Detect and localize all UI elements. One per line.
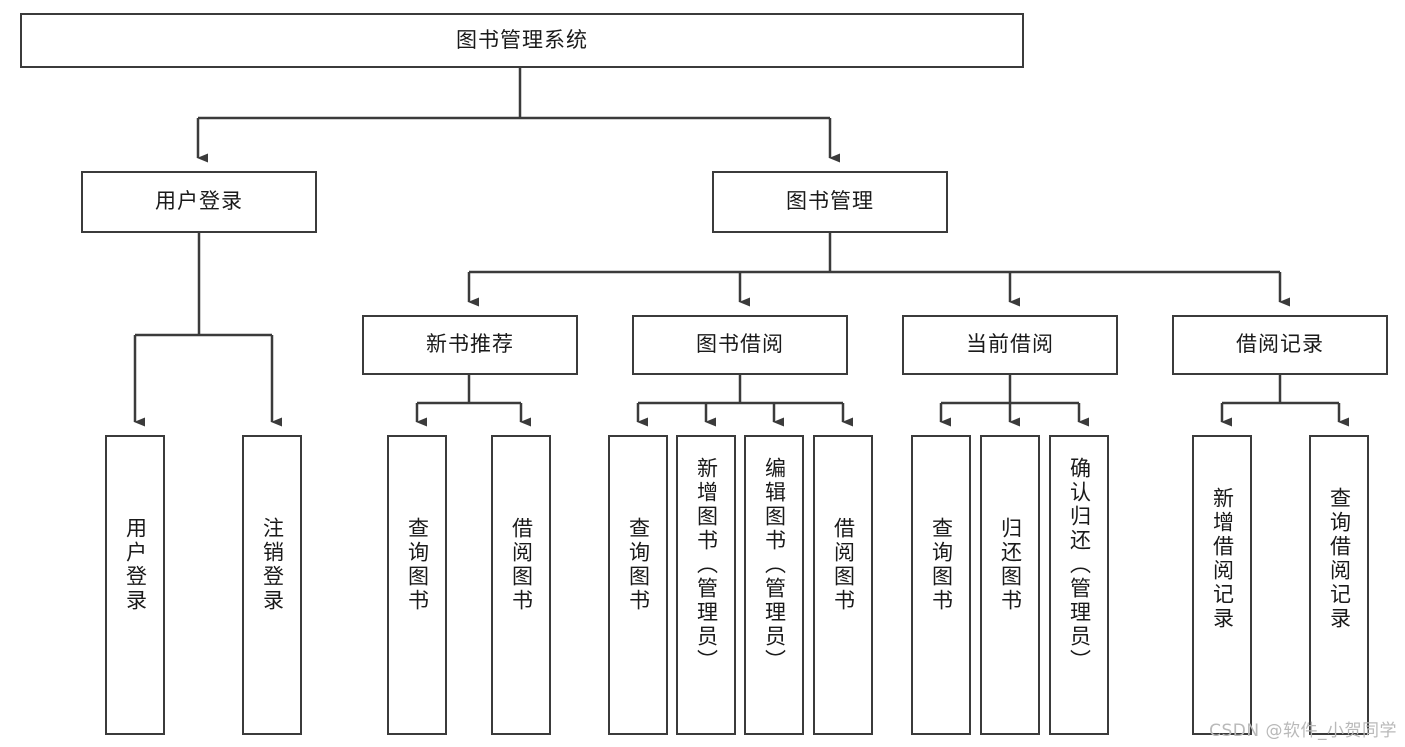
leaf-return-book-label: 归还图书 — [998, 517, 1023, 613]
leaf-current-query-book-label: 查询图书 — [929, 517, 954, 613]
leaf-add-book-admin[interactable]: 新增图书（管理员） — [676, 435, 736, 735]
node-book-borrow[interactable]: 图书借阅 — [632, 315, 848, 375]
leaf-new-book-query-label: 查询图书 — [405, 517, 430, 613]
leaf-query-borrow-record[interactable]: 查询借阅记录 — [1309, 435, 1369, 735]
leaf-add-book-admin-label: 新增图书（管理员） — [694, 457, 719, 673]
leaf-new-book-borrow-label: 借阅图书 — [509, 517, 534, 613]
node-borrow-record-label: 借阅记录 — [1236, 332, 1324, 357]
leaf-borrow-book[interactable]: 借阅图书 — [813, 435, 873, 735]
node-book-borrow-label: 图书借阅 — [696, 332, 784, 357]
node-root[interactable]: 图书管理系统 — [20, 13, 1024, 68]
leaf-edit-book-admin-label: 编辑图书（管理员） — [762, 457, 787, 673]
leaf-add-borrow-record-label: 新增借阅记录 — [1210, 487, 1235, 631]
leaf-user-login[interactable]: 用户登录 — [105, 435, 165, 735]
node-borrow-record[interactable]: 借阅记录 — [1172, 315, 1388, 375]
leaf-borrow-query-book-label: 查询图书 — [626, 517, 651, 613]
leaf-edit-book-admin[interactable]: 编辑图书（管理员） — [744, 435, 804, 735]
leaf-new-book-borrow[interactable]: 借阅图书 — [491, 435, 551, 735]
node-book-management[interactable]: 图书管理 — [712, 171, 948, 233]
leaf-logout-label: 注销登录 — [260, 517, 285, 613]
watermark: CSDN @软件_小贺同学 — [1209, 721, 1397, 741]
leaf-confirm-return-admin[interactable]: 确认归还（管理员） — [1049, 435, 1109, 735]
node-user-login-label: 用户登录 — [155, 189, 243, 214]
node-current-borrow-label: 当前借阅 — [966, 332, 1054, 357]
node-root-label: 图书管理系统 — [456, 27, 588, 52]
node-user-login[interactable]: 用户登录 — [81, 171, 317, 233]
leaf-return-book[interactable]: 归还图书 — [980, 435, 1040, 735]
leaf-new-book-query[interactable]: 查询图书 — [387, 435, 447, 735]
node-new-book-recommend-label: 新书推荐 — [426, 332, 514, 357]
leaf-add-borrow-record[interactable]: 新增借阅记录 — [1192, 435, 1252, 735]
node-new-book-recommend[interactable]: 新书推荐 — [362, 315, 578, 375]
leaf-borrow-book-label: 借阅图书 — [831, 517, 856, 613]
leaf-query-borrow-record-label: 查询借阅记录 — [1327, 487, 1352, 631]
leaf-logout[interactable]: 注销登录 — [242, 435, 302, 735]
leaf-current-query-book[interactable]: 查询图书 — [911, 435, 971, 735]
leaf-borrow-query-book[interactable]: 查询图书 — [608, 435, 668, 735]
node-current-borrow[interactable]: 当前借阅 — [902, 315, 1118, 375]
leaf-confirm-return-admin-label: 确认归还（管理员） — [1067, 457, 1092, 673]
leaf-user-login-label: 用户登录 — [123, 517, 148, 613]
node-book-management-label: 图书管理 — [786, 189, 874, 214]
